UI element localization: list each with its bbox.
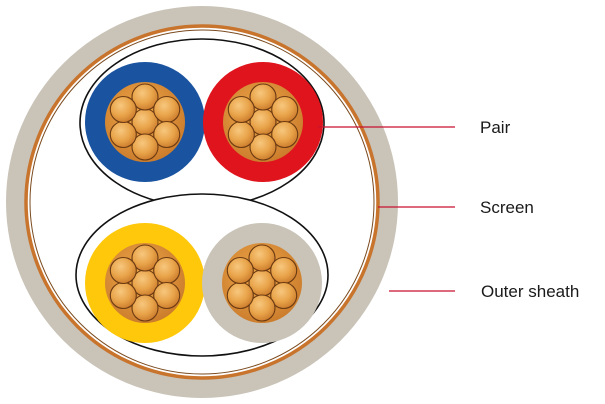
red-wire [203, 62, 323, 182]
yellow-wire-strand [153, 281, 181, 310]
grey-wire [202, 223, 322, 343]
screen-inner-line [29, 29, 375, 375]
red-wire-strand [227, 95, 255, 124]
blue-wire-strand [153, 120, 181, 149]
grey-wire-strand [226, 281, 254, 310]
yellow-wire-strand [109, 281, 137, 310]
grey-wire-strand [248, 244, 276, 272]
grey-wire-strand [226, 256, 254, 285]
blue-wire-strand [109, 120, 137, 149]
blue-wire [85, 62, 205, 182]
red-wire-strand [249, 133, 277, 161]
yellow-wire [85, 223, 205, 343]
grey-wire-strand [270, 281, 298, 310]
outer-sheath-label: Outer sheath [481, 282, 579, 301]
grey-wire-strand [248, 294, 276, 322]
screen-label: Screen [480, 198, 534, 217]
red-wire-strand [249, 83, 277, 111]
yellow-wire-strand [109, 256, 137, 285]
yellow-wire-strand [153, 256, 181, 285]
blue-wire-strand [131, 83, 159, 111]
yellow-wire-strand [131, 294, 159, 322]
red-wire-strand [227, 120, 255, 149]
blue-wire-strand [153, 95, 181, 124]
red-wire-strand [271, 120, 299, 149]
grey-wire-strand [270, 256, 298, 285]
blue-wire-strand [131, 133, 159, 161]
pair-label: Pair [480, 118, 511, 137]
blue-wire-strand [109, 95, 137, 124]
yellow-wire-strand [131, 244, 159, 272]
red-wire-strand [271, 95, 299, 124]
